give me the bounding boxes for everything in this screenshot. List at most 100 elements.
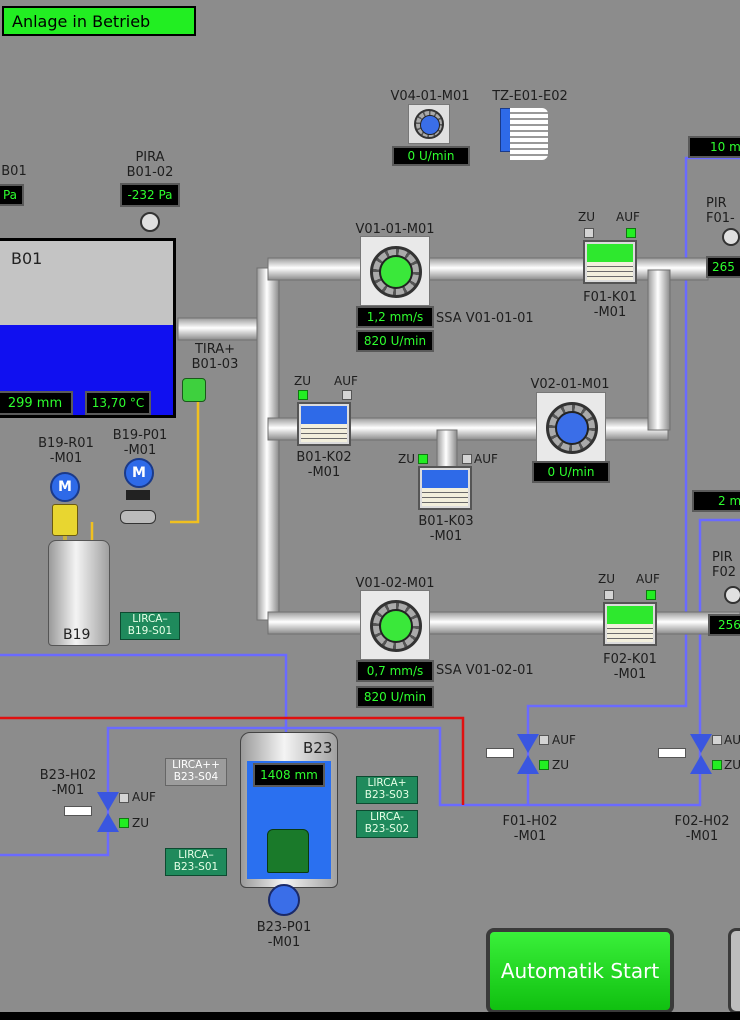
fan-v01-01-speed: 820 U/min <box>356 330 434 352</box>
lirca-b23-s02[interactable]: LIRCA-B23-S02 <box>356 810 418 838</box>
b19-pump-icon[interactable] <box>120 490 156 532</box>
valve-b23-h02-zu-indicator <box>119 818 129 828</box>
valve-f01-h02-icon[interactable] <box>517 734 539 774</box>
damper-b01-k03-zu: ZU <box>398 452 416 466</box>
pump-b23-label: B23-P01-M01 <box>256 920 312 950</box>
valve-b23-h02-position-bar <box>64 806 92 816</box>
right-readout-1: 10 m <box>688 136 740 158</box>
tank-b19-label: B19 <box>63 627 91 643</box>
lirca-b23-s01[interactable]: LIRCA–B23-S01 <box>165 848 227 876</box>
lirca-b23-s03[interactable]: LIRCA+B23-S03 <box>356 776 418 804</box>
valve-b23-h02-auf: AUF <box>132 790 156 804</box>
damper-b01-k02[interactable] <box>297 402 351 446</box>
valve-f02-h02-position-bar <box>658 748 686 758</box>
heater-tz-label: TZ-E01-E02 <box>492 89 568 104</box>
pir-f01-sensor-icon[interactable] <box>722 228 740 246</box>
pressure-sensor-icon[interactable] <box>140 212 160 232</box>
damper-b01-k03-auf: AUF <box>474 452 498 466</box>
valve-f02-h02-auf-indicator <box>712 735 722 745</box>
tank-b01[interactable]: B01 299 mm 13,70 °C <box>0 238 176 418</box>
temp-sensor-icon[interactable] <box>182 378 206 402</box>
tank-b01-level: 299 mm <box>0 391 73 415</box>
damper-b01-k02-auf: AUF <box>334 374 358 388</box>
damper-f02-k01-label: F02-K01-M01 <box>603 652 657 682</box>
ssa-v01-01-label: SSA V01-01-01 <box>436 311 534 326</box>
ssa-v01-02-label: SSA V01-02-01 <box>436 663 534 678</box>
fan-v01-01-flow: 1,2 mm/s <box>356 306 434 328</box>
valve-f01-h02-auf: AUF <box>552 733 576 747</box>
damper-b01-k02-zu-indicator <box>298 390 308 400</box>
tank-b01-label: B01 <box>11 249 43 268</box>
damper-b01-k02-zu: ZU <box>294 374 312 388</box>
valve-b23-h02-label: B23-H02-M01 <box>39 768 97 798</box>
damper-f02-k01-auf-indicator <box>646 590 656 600</box>
valve-b23-h02-icon[interactable] <box>97 792 119 832</box>
damper-f01-k01-zu: ZU <box>578 210 596 224</box>
pir-f02-reading: 256 <box>708 614 740 636</box>
b19-p01-motor-icon[interactable]: M <box>124 458 154 488</box>
fan-v01-01-label: V01-01-M01 <box>355 222 435 237</box>
fan-v02-01-speed: 0 U/min <box>532 461 610 483</box>
pump-b23-icon[interactable] <box>268 884 300 916</box>
damper-b01-k03-label: B01-K03-M01 <box>418 514 474 544</box>
damper-b01-k03[interactable] <box>418 466 472 510</box>
damper-f01-k01-zu-indicator <box>584 228 594 238</box>
valve-b23-h02-zu: ZU <box>132 816 150 830</box>
b19-r01-motor-icon[interactable]: M <box>50 472 80 502</box>
valve-f02-h02-auf: AU <box>724 733 740 747</box>
tank-b19[interactable]: B19 <box>48 540 110 646</box>
right-readout-2: 2 m <box>692 490 740 512</box>
damper-f02-k01-zu: ZU <box>598 572 616 586</box>
damper-f02-k01[interactable] <box>603 602 657 646</box>
left-cut-reading: Pa <box>0 184 24 206</box>
lirca-b23-s04[interactable]: LIRCA++B23-S04 <box>165 758 227 786</box>
fan-v04-label: V04-01-M01 <box>390 89 470 104</box>
damper-f01-k01-label: F01-K01-M01 <box>583 290 637 320</box>
submersible-pump-icon[interactable] <box>267 829 309 873</box>
fan-v02-01-label: V02-01-M01 <box>530 377 610 392</box>
fan-v01-02-speed: 820 U/min <box>356 686 434 708</box>
status-banner: Anlage in Betrieb <box>2 6 196 36</box>
heater-icon[interactable] <box>500 108 550 160</box>
damper-b01-k02-auf-indicator <box>342 390 352 400</box>
bottom-bar <box>0 1012 740 1020</box>
b19-r01-label: B19-R01-M01 <box>38 436 94 466</box>
next-button-edge[interactable] <box>728 928 740 1014</box>
tank-b23[interactable]: B23 1408 mm <box>240 732 338 888</box>
valve-f02-h02-icon[interactable] <box>690 734 712 774</box>
fan-v01-02-label: V01-02-M01 <box>355 576 435 591</box>
valve-f01-h02-zu: ZU <box>552 758 570 772</box>
valve-f02-h02-zu: ZU <box>724 758 740 772</box>
fan-v04-icon[interactable] <box>408 104 450 144</box>
damper-b01-k03-zu-indicator <box>418 454 428 464</box>
damper-f02-k01-auf: AUF <box>636 572 660 586</box>
fan-v02-01-icon[interactable] <box>536 392 606 462</box>
tira-b01-03-label: TIRA+B01-03 <box>191 342 239 372</box>
fan-v01-01-icon[interactable] <box>360 236 430 306</box>
fan-v04-speed: 0 U/min <box>392 146 470 166</box>
damper-f01-k01-auf: AUF <box>616 210 640 224</box>
tank-b01-temp: 13,70 °C <box>85 391 151 415</box>
pira-b01-02-reading: -232 Pa <box>120 183 180 207</box>
fan-v01-02-icon[interactable] <box>360 590 430 660</box>
pir-f02-sensor-icon[interactable] <box>724 586 740 604</box>
valve-f02-h02-zu-indicator <box>712 760 722 770</box>
pir-f01-reading: 265 <box>706 256 740 278</box>
b19-p01-label: B19-P01-M01 <box>112 428 168 458</box>
damper-f01-k01[interactable] <box>583 240 637 284</box>
damper-f01-k01-auf-indicator <box>626 228 636 238</box>
left-cut-label: B01 <box>1 164 27 179</box>
valve-f01-h02-auf-indicator <box>539 735 549 745</box>
automatik-start-button[interactable]: Automatik Start <box>486 928 674 1014</box>
valve-f01-h02-label: F01-H02-M01 <box>502 814 558 844</box>
tank-b23-level: 1408 mm <box>253 763 325 787</box>
agitator-icon[interactable] <box>52 504 78 536</box>
valve-b23-h02-auf-indicator <box>119 793 129 803</box>
valve-f01-h02-zu-indicator <box>539 760 549 770</box>
tank-b23-label: B23 <box>303 739 333 757</box>
lirca-b19-s01[interactable]: LIRCA–B19-S01 <box>120 612 180 640</box>
